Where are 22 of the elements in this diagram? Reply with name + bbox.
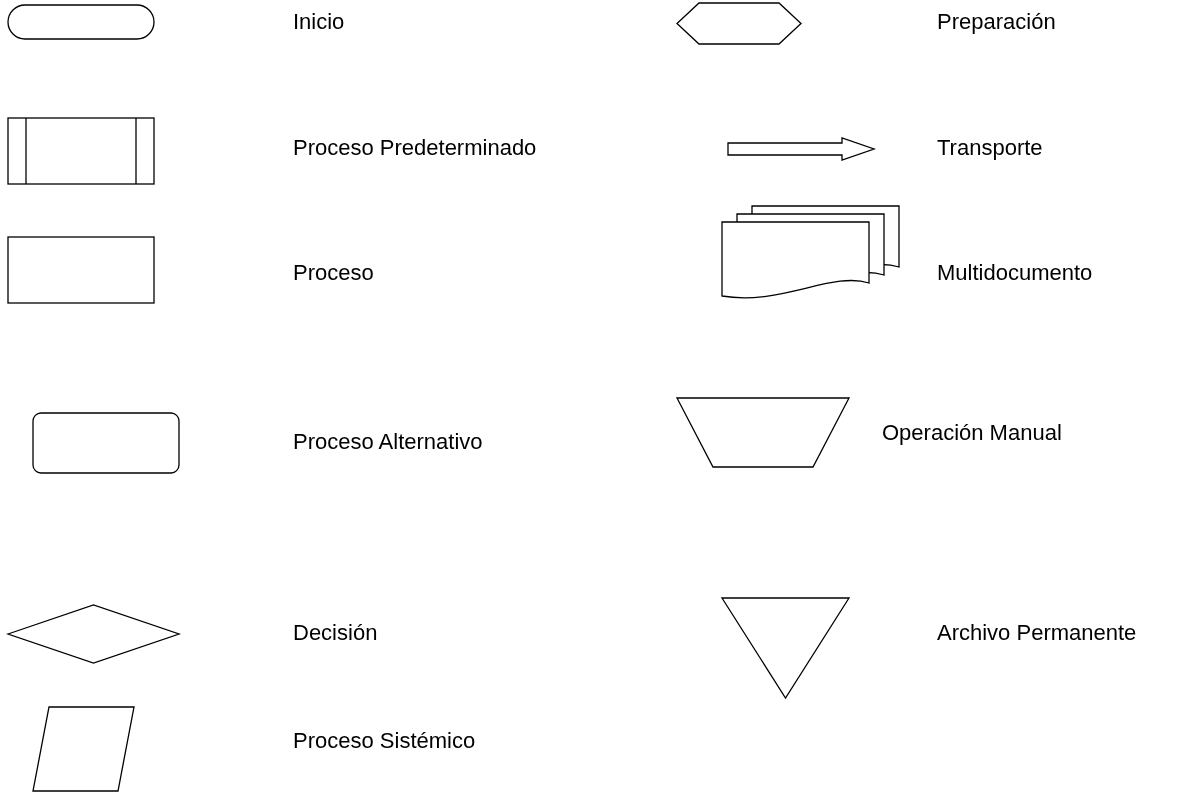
storage-triangle	[722, 598, 849, 698]
symbol-label: Archivo Permanente	[937, 620, 1137, 646]
predefined-process-symbol	[8, 118, 154, 184]
data-parallelogram	[33, 707, 134, 791]
transport-arrow-symbol	[728, 138, 874, 160]
symbol-label: Preparación	[937, 9, 1056, 35]
manual-operation-trapezoid	[677, 398, 849, 467]
symbol-label: Operación Manual	[882, 420, 1062, 446]
symbol-label: Proceso Sistémico	[293, 728, 476, 754]
alternate-process-symbol	[33, 413, 179, 473]
decision-diamond	[8, 605, 179, 663]
symbol-label: Multidocumento	[937, 260, 1093, 286]
symbol-label: Proceso Predeterminado	[293, 135, 537, 161]
symbol-label: Proceso	[293, 260, 374, 286]
multidocument-symbol	[722, 206, 899, 301]
terminator-symbol	[8, 5, 154, 39]
symbol-label: Proceso Alternativo	[293, 429, 483, 455]
symbol-label: Inicio	[293, 9, 345, 35]
process-rectangle	[8, 237, 154, 303]
symbol-label: Decisión	[293, 620, 378, 646]
preparation-hexagon	[677, 3, 801, 44]
symbol-label: Transporte	[937, 135, 1043, 161]
